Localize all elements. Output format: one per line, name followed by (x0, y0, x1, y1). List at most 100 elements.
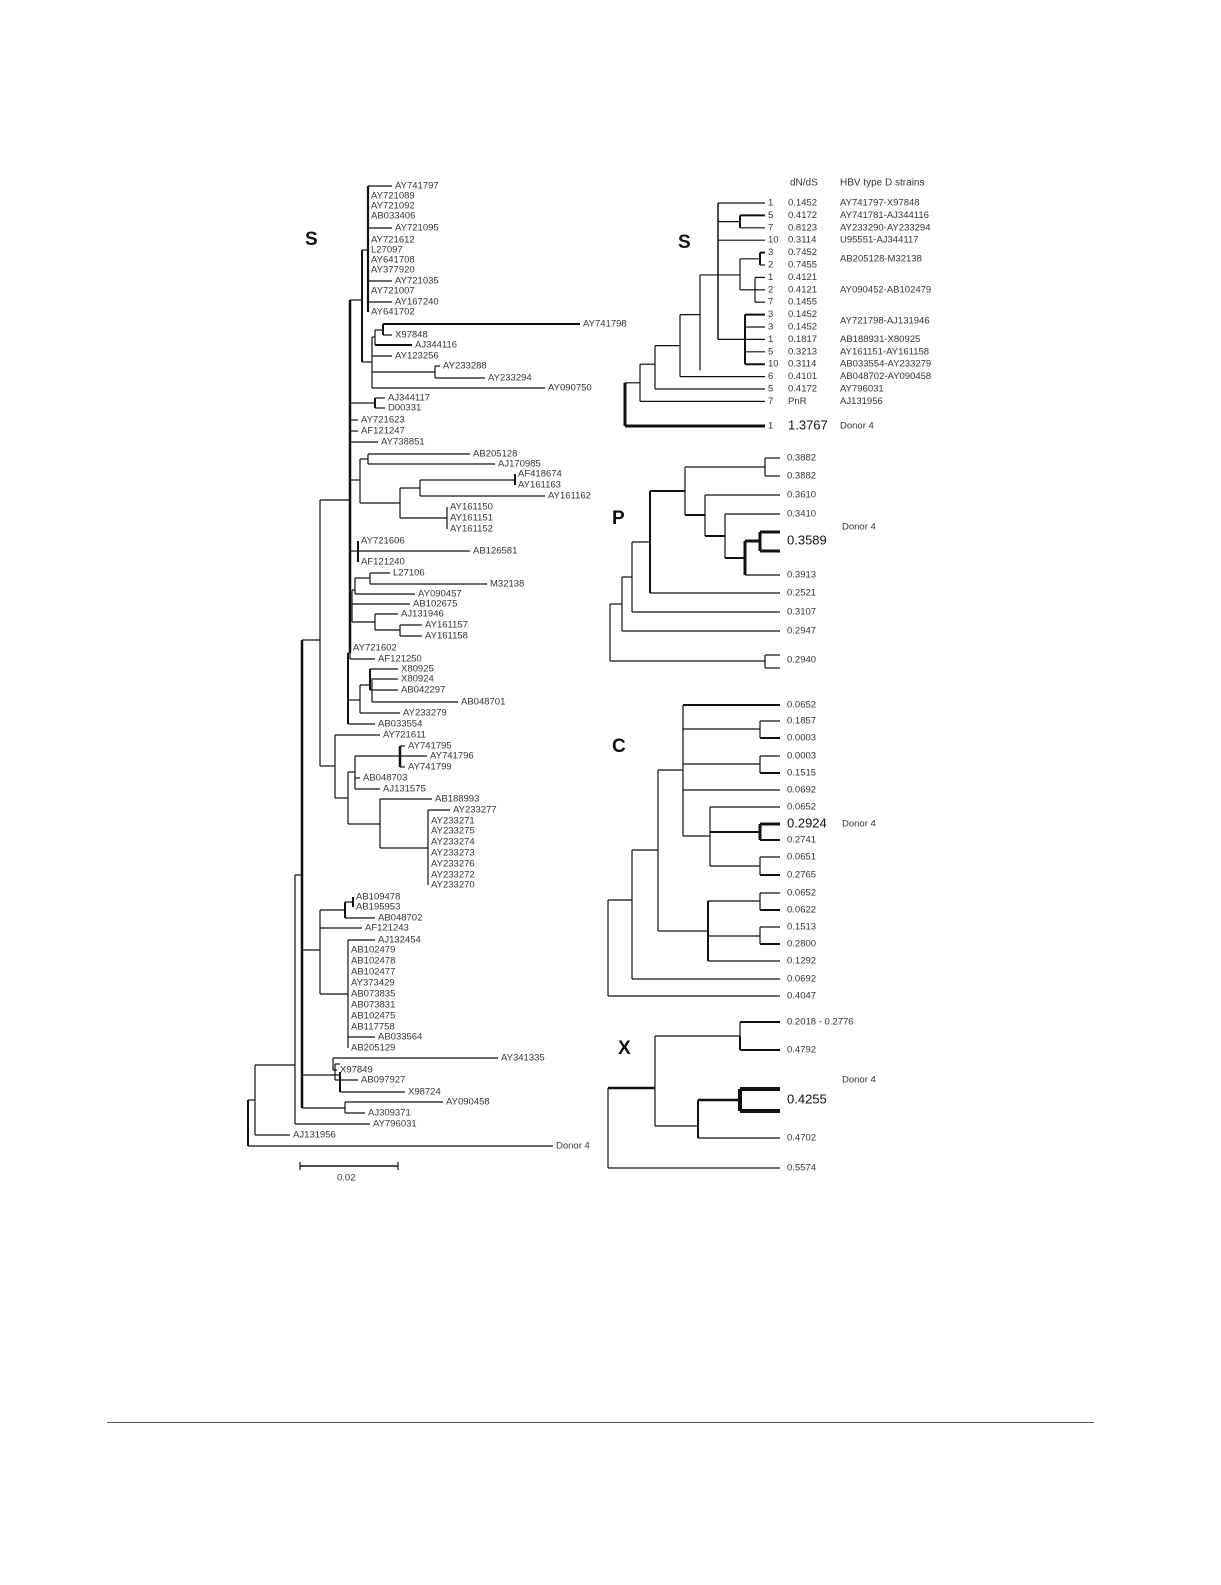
leaf-label: AY161157 (425, 620, 468, 631)
leaf-label: AJ131956 (293, 1130, 336, 1141)
footer-rule (107, 1422, 1094, 1423)
leaf-label: AY721095 (395, 223, 439, 234)
dnds-count: 1 (768, 421, 773, 432)
strain-label: AY796031 (840, 384, 884, 395)
strain-label: AY161151-AY161158 (840, 346, 929, 357)
dnds-count: 3 (768, 309, 773, 320)
dnds-value: 0.3213 (788, 346, 817, 357)
leaf-label: AY796031 (373, 1119, 417, 1130)
leaf-label: X97848 (395, 330, 428, 341)
branch-value: 0.0003 (787, 751, 816, 762)
leaf-label: AY233276 (431, 859, 475, 870)
dnds-value: 0.7452 (788, 247, 817, 258)
panel-letter-x: X (618, 1038, 631, 1059)
strain-label: AY090452-AB102479 (840, 284, 931, 295)
leaf-label: AB042297 (401, 685, 445, 696)
leaf-label: AY738851 (381, 437, 425, 448)
leaf-label: AB048702 (378, 913, 422, 924)
strain-label: AB033554-AY233279 (840, 359, 931, 370)
leaf-label: AB102477 (351, 967, 395, 978)
branch-value: 0.2765 (787, 870, 816, 881)
leaf-label: AY161152 (450, 524, 493, 535)
leaf-label: AB102479 (351, 945, 395, 956)
leaf-label: AY641702 (371, 307, 415, 318)
leaf-label: AY161150 (450, 502, 493, 513)
leaf-label: AJ309371 (368, 1108, 411, 1119)
dnds-count: 2 (768, 260, 773, 271)
leaf-label: AY721612 (371, 235, 415, 246)
leaf-label: AY721089 (371, 191, 415, 202)
branch-value: 0.1515 (787, 768, 816, 779)
leaf-label: AB033406 (371, 211, 415, 222)
panel-letter-s-small: S (678, 232, 691, 253)
branch-value: 0.5574 (787, 1163, 816, 1174)
leaf-label: AY721092 (371, 201, 415, 212)
leaf-label: X80925 (401, 664, 434, 675)
dnds-value: 0.1452 (788, 198, 817, 209)
panel-letter-p: P (612, 508, 625, 529)
dnds-value: PnR (788, 396, 807, 407)
leaf-label: AY721623 (361, 415, 405, 426)
leaf-label: AF121247 (361, 426, 405, 437)
branch-value: 0.2018 - 0.2776 (787, 1017, 854, 1028)
leaf-label: AB073835 (351, 989, 395, 1000)
leaf-label: L27106 (393, 568, 425, 579)
donor-4-label: Donor 4 (842, 819, 876, 830)
leaf-label: AY090458 (446, 1097, 490, 1108)
leaf-label: AY123256 (395, 351, 439, 362)
branch-value: 0.0692 (787, 974, 816, 985)
branch-value: 0.0652 (787, 700, 816, 711)
dnds-value: 0.1452 (788, 322, 817, 333)
leaf-label: AY233270 (431, 880, 475, 891)
branch-value: 0.0003 (787, 733, 816, 744)
leaf-label: AJ131946 (401, 609, 444, 620)
leaf-label: AY741799 (408, 762, 452, 773)
leaf-label: AF121243 (365, 923, 409, 934)
dnds-value: 0.4121 (788, 284, 817, 295)
strain-label: AY721798-AJ131946 (840, 315, 930, 326)
leaf-label: AY373429 (351, 978, 395, 989)
leaf-label: AY721035 (395, 276, 439, 287)
leaf-label: AY641708 (371, 255, 415, 266)
leaf-label: AB205128 (473, 449, 517, 460)
branch-value: 0.1857 (787, 716, 816, 727)
dnds-count: 2 (768, 284, 773, 295)
dnds-value: 0.4121 (788, 272, 817, 283)
dnds-count: 7 (768, 396, 773, 407)
donor-4-strain-label: Donor 4 (840, 421, 874, 432)
donor-4-value: 0.3589 (787, 532, 827, 547)
leaf-label: AY721606 (361, 536, 405, 547)
scale-bar-label: 0.02 (337, 1173, 356, 1184)
branch-value: 0.2947 (787, 626, 816, 637)
leaf-label: AY721007 (371, 286, 415, 297)
donor-4-label: Donor 4 (842, 522, 876, 533)
leaf-label: AY090457 (418, 589, 462, 600)
leaf-label: AJ344117 (388, 393, 430, 404)
leaf-label: AB102478 (351, 956, 395, 967)
dnds-count: 1 (768, 272, 773, 283)
leaf-label: AY167240 (395, 297, 439, 308)
leaf-label: AJ132454 (378, 935, 421, 946)
leaf-label: AB033554 (378, 719, 422, 730)
strain-label: AB205128-M32138 (840, 253, 922, 264)
leaf-label: AY377920 (371, 265, 415, 276)
strain-label: AY233290-AY233294 (840, 222, 931, 233)
header-strains: HBV type D strains (840, 178, 924, 189)
branch-value: 0.1513 (787, 922, 816, 933)
dnds-value: 0.4172 (788, 210, 817, 221)
leaf-label: AY233274 (431, 837, 475, 848)
branch-value: 0.0652 (787, 802, 816, 813)
leaf-label: AY233275 (431, 826, 475, 837)
leaf-label: AY233273 (431, 848, 475, 859)
panel-letter-c: C (612, 736, 626, 757)
dnds-count: 7 (768, 222, 773, 233)
dnds-count: 5 (768, 384, 773, 395)
dnds-count: 3 (768, 247, 773, 258)
branch-value: 0.4792 (787, 1045, 816, 1056)
branch-value: 0.0652 (787, 888, 816, 899)
leaf-label: X97849 (340, 1065, 373, 1076)
leaf-label: AF121240 (361, 557, 405, 568)
strain-label: AY741781-AJ344116 (840, 210, 929, 221)
leaf-label: AY090750 (548, 383, 592, 394)
